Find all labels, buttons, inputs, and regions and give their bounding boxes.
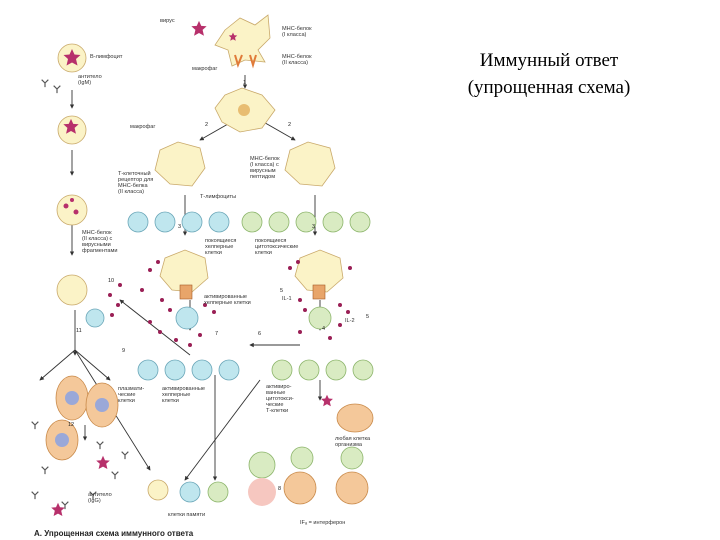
b-lymphocyte-activated bbox=[56, 274, 88, 306]
label-virus: вирус bbox=[160, 18, 175, 24]
svg-text:7: 7 bbox=[215, 331, 218, 337]
top-macrophage bbox=[214, 14, 271, 67]
cytotoxic-killer-cell-2 bbox=[290, 446, 314, 470]
label-infected-2: организма bbox=[335, 442, 363, 448]
label-activated-cyto-2: ванные bbox=[266, 390, 285, 396]
label-macrophage-left: макрофаг bbox=[130, 124, 155, 130]
label-il2: IL-2 bbox=[345, 318, 355, 324]
memory-cytotoxic-cell bbox=[207, 481, 229, 503]
label-interferon: IFₐ = интерферон bbox=[300, 520, 345, 526]
label-mhc-frag-3: вирусными bbox=[82, 242, 111, 248]
label-activated-cyto-4: ческие bbox=[266, 402, 284, 408]
label-mhc-viral-4: пептидом bbox=[250, 174, 275, 180]
label-mhc2: МНС-белок bbox=[282, 54, 312, 60]
free-virus-icon-3 bbox=[321, 394, 333, 407]
label-macrophage-top: макрофаг bbox=[192, 66, 217, 72]
svg-text:11: 11 bbox=[76, 328, 82, 334]
label-mhc1-class: (I класса) bbox=[282, 32, 307, 38]
label-activated-helper-b-3: клетки bbox=[162, 398, 179, 404]
memory-helper-cell bbox=[179, 481, 201, 503]
svg-text:5: 5 bbox=[366, 314, 369, 320]
label-antibody-igm-2: (IgM) bbox=[78, 80, 91, 86]
label-t-receptor-2: рецептор для bbox=[118, 177, 153, 183]
label-mhc-frag-4: фрагментами bbox=[82, 248, 118, 254]
label-activated-cyto-1: активиро- bbox=[266, 384, 292, 390]
label-mhc-frag-2: (II класса) с bbox=[82, 236, 113, 242]
resting-helper-cells bbox=[127, 211, 230, 233]
label-activated-cyto-3: цитотокси- bbox=[266, 396, 294, 402]
label-plasma-3: клетки bbox=[118, 398, 135, 404]
target-cell-2 bbox=[335, 471, 369, 505]
label-activated-helper-b-1: активированные bbox=[162, 386, 205, 392]
svg-text:1: 1 bbox=[243, 80, 246, 86]
svg-text:4: 4 bbox=[322, 326, 325, 332]
label-plasma-2: ческие bbox=[118, 392, 136, 398]
slide-title-line-1: Иммунный ответ bbox=[479, 50, 619, 71]
svg-text:3: 3 bbox=[178, 224, 181, 230]
label-cyto-2: цитотоксические bbox=[255, 244, 298, 250]
label-t-receptor-4: (II класса) bbox=[118, 189, 144, 195]
label-helper-2: хелперные bbox=[205, 244, 233, 250]
label-mhc-frag-1: МНС-белок bbox=[82, 230, 112, 236]
activation-helper-macrophage bbox=[159, 249, 209, 293]
cytotoxic-killer-cell-1 bbox=[248, 451, 276, 479]
label-mhc2-class: (II класса) bbox=[282, 60, 308, 66]
label-mhc-viral-2: (I класса) с bbox=[250, 162, 279, 168]
multiplied-cytotoxic-cells bbox=[271, 359, 374, 381]
label-helper-3: клетки bbox=[205, 250, 222, 256]
label-activated-cyto-5: Т-клетки bbox=[266, 408, 288, 414]
svg-text:12: 12 bbox=[68, 422, 74, 428]
svg-text:2: 2 bbox=[288, 122, 291, 128]
label-mhc-viral-1: МНС-белок bbox=[250, 156, 280, 162]
label-mhc-viral-3: вирусным bbox=[250, 168, 276, 174]
svg-text:8: 8 bbox=[278, 486, 281, 492]
diagram-caption: А. Упрощенная схема иммунного ответа bbox=[34, 529, 194, 538]
step-numbers: 1 2 2 3 3 4 5 5 6 7 8 9 10 11 12 bbox=[68, 80, 369, 492]
svg-text:10: 10 bbox=[108, 278, 114, 284]
label-t-lymphocytes: Т-лимфоциты bbox=[200, 194, 236, 200]
memory-b-cell bbox=[147, 479, 169, 501]
resting-cytotoxic-cells bbox=[241, 211, 371, 233]
free-virus-icon-2 bbox=[51, 502, 65, 516]
multiplied-helper-cells bbox=[137, 359, 240, 381]
label-il1: IL-1 bbox=[282, 296, 292, 302]
label-activated-helper-b-2: хелперные bbox=[162, 392, 190, 398]
svg-text:6: 6 bbox=[258, 331, 261, 337]
label-t-receptor-3: МНС-белка bbox=[118, 183, 149, 189]
label-cyto-1: покоящиеся bbox=[255, 238, 286, 244]
label-antibody-igg-1: антитело bbox=[88, 492, 112, 498]
virus-icon bbox=[191, 20, 207, 36]
label-activated-helper-2: хелперные клетки bbox=[204, 300, 251, 306]
label-memory: клетки памяти bbox=[168, 512, 205, 518]
svg-text:2: 2 bbox=[205, 122, 208, 128]
macrophage-right bbox=[284, 141, 336, 187]
label-cyto-3: клетки bbox=[255, 250, 272, 256]
activated-helper-cell bbox=[175, 306, 199, 330]
macrophage-left bbox=[154, 141, 206, 187]
activated-cytotoxic-cell bbox=[308, 306, 332, 330]
free-virus-icon-1 bbox=[96, 455, 110, 469]
activation-cytotoxic-macrophage bbox=[294, 249, 344, 293]
label-t-receptor-1: Т-клеточный bbox=[118, 170, 151, 177]
target-cell-1 bbox=[283, 471, 317, 505]
cytokine-dots bbox=[108, 260, 352, 347]
cytotoxic-killer-cell-3 bbox=[340, 446, 364, 470]
label-antibody-igm-1: антитело bbox=[78, 74, 102, 80]
label-b-lymphocyte: В-лимфоцит bbox=[90, 54, 123, 60]
label-infected-1: любая клетка bbox=[335, 436, 371, 442]
svg-text:9: 9 bbox=[122, 348, 125, 354]
svg-text:3: 3 bbox=[312, 224, 315, 230]
b-lymphocyte-presenting bbox=[56, 194, 88, 226]
infected-body-cell bbox=[336, 403, 374, 433]
immune-response-diagram: вирус МНС-белок (I класса) МНС-белок (II… bbox=[31, 14, 374, 538]
label-antibody-igg-2: (IgG) bbox=[88, 498, 101, 504]
label-plasma-1: плазмати- bbox=[118, 386, 144, 392]
label-mhc1: МНС-белок bbox=[282, 26, 312, 32]
lysed-cell bbox=[248, 478, 276, 506]
label-activated-helper-1: активированные bbox=[204, 294, 247, 300]
label-helper-1: покоящиеся bbox=[205, 238, 236, 244]
svg-text:5: 5 bbox=[280, 288, 283, 294]
slide-title-line-2: (упрощенная схема) bbox=[467, 77, 631, 98]
slide-title: Иммунный ответ (упрощенная схема) bbox=[428, 47, 670, 101]
